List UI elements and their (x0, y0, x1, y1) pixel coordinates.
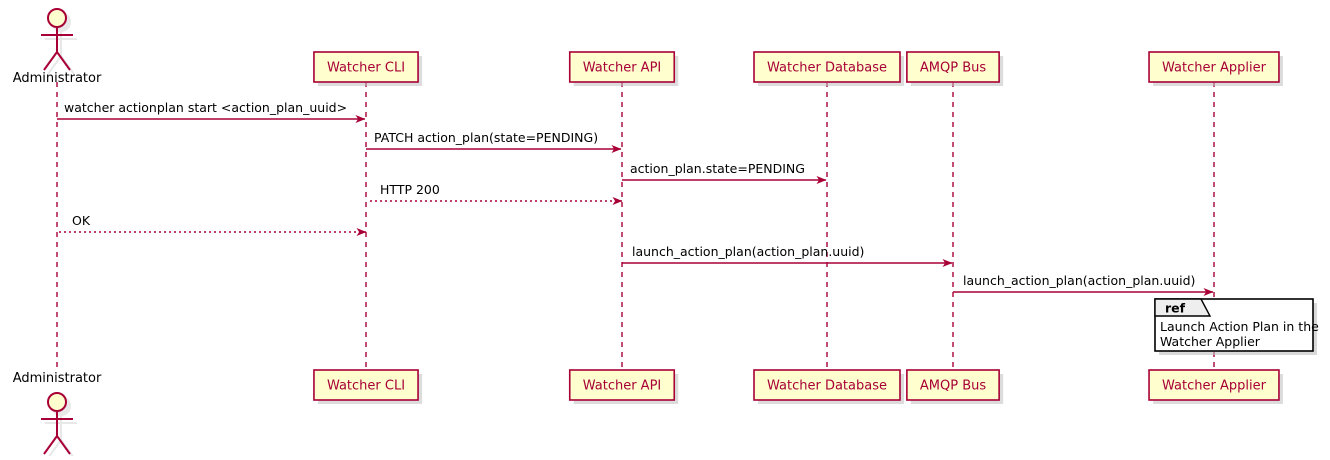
ref-title: ref (1165, 301, 1186, 316)
participant-box-watcher-applier-top: Watcher Applier (1148, 51, 1283, 86)
participant-box-watcher-cli-top: Watcher CLI (313, 51, 423, 86)
participant-box-watcher-database-bottom: Watcher Database (753, 369, 904, 404)
participant-label-watcher-api: Watcher API (583, 61, 662, 76)
message-label: HTTP 200 (380, 182, 440, 197)
message-label: PATCH action_plan(state=PENDING) (374, 130, 598, 145)
message-label: action_plan.state=PENDING (630, 161, 805, 176)
participant-box-watcher-api-bottom: Watcher API (568, 369, 679, 404)
message-msg-1: watcher actionplan start <action_plan_uu… (57, 100, 366, 123)
message-label: launch_action_plan(action_plan.uuid) (632, 244, 864, 259)
message-msg-7: launch_action_plan(action_plan.uuid) (953, 273, 1214, 296)
participant-label-watcher-applier: Watcher Applier (1162, 61, 1267, 76)
message-msg-2: PATCH action_plan(state=PENDING) (366, 130, 622, 153)
messages-layer: watcher actionplan start <action_plan_uu… (57, 100, 1214, 296)
message-msg-4: HTTP 200 (367, 182, 623, 205)
participant-label-amqp-bus: AMQP Bus (920, 379, 986, 394)
ref-body-line: Watcher Applier (1160, 334, 1261, 349)
participant-box-watcher-database-top: Watcher Database (753, 51, 904, 86)
message-label: watcher actionplan start <action_plan_uu… (64, 100, 347, 115)
message-msg-6: launch_action_plan(action_plan.uuid) (622, 244, 953, 267)
participant-label-watcher-applier: Watcher Applier (1162, 379, 1267, 394)
participant-box-watcher-cli-bottom: Watcher CLI (313, 369, 423, 404)
actor-figure-administrator-bottom: Administrator (13, 371, 102, 459)
participant-boxes-layer: Watcher CLI Watcher CLI Watcher API Watcher… (313, 51, 1283, 404)
actor-label-administrator: Administrator (13, 71, 102, 86)
participant-box-amqp-bus-bottom: AMQP Bus (906, 369, 1004, 404)
message-msg-3: action_plan.state=PENDING (622, 161, 827, 184)
message-msg-5: OK (58, 213, 367, 236)
message-label: OK (72, 213, 91, 228)
participant-label-amqp-bus: AMQP Bus (920, 61, 986, 76)
participant-label-watcher-database: Watcher Database (767, 61, 887, 76)
actor-figure-administrator-top: Administrator (13, 8, 102, 86)
actor-label-administrator: Administrator (13, 371, 102, 386)
lifelines-layer (56, 82, 1215, 372)
participant-label-watcher-database: Watcher Database (767, 379, 887, 394)
participant-label-watcher-cli: Watcher CLI (327, 61, 405, 76)
participant-label-watcher-api: Watcher API (583, 379, 662, 394)
ref-body-line: Launch Action Plan in the (1160, 319, 1319, 334)
message-label: launch_action_plan(action_plan.uuid) (963, 273, 1195, 288)
participant-box-amqp-bus-top: AMQP Bus (906, 51, 1004, 86)
participant-box-watcher-applier-bottom: Watcher Applier (1148, 369, 1283, 404)
participant-box-watcher-api-top: Watcher API (568, 51, 679, 86)
participant-label-watcher-cli: Watcher CLI (327, 379, 405, 394)
